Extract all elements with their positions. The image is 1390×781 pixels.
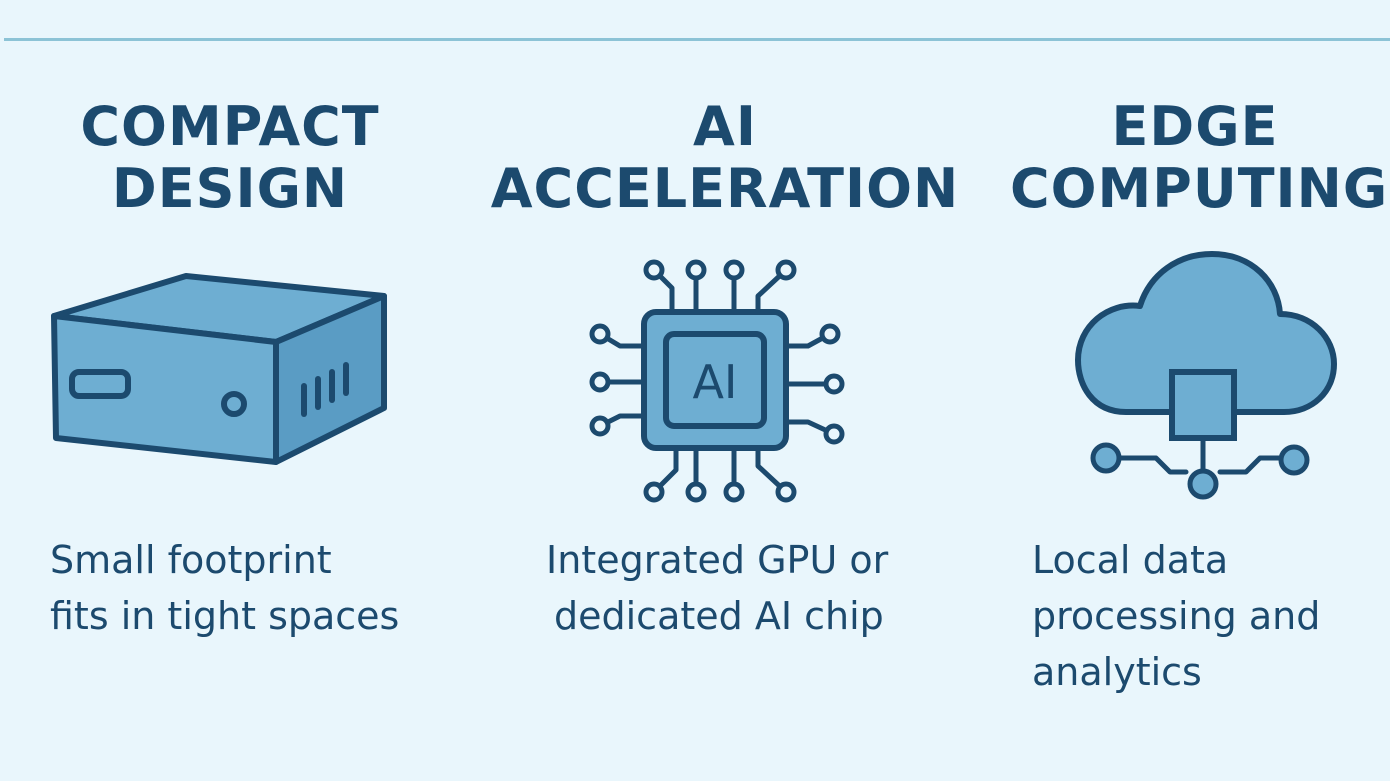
feature-title-line: COMPUTING (1010, 157, 1389, 220)
feature-desc-line: dedicated AI chip (554, 594, 884, 638)
feature-desc-line: Small footprint (50, 538, 332, 582)
feature-title-line: EDGE (1111, 95, 1279, 158)
chip-label: AI (692, 355, 737, 409)
feature-desc-line: processing and (1032, 594, 1321, 638)
feature-desc-line: fits in tight spaces (50, 594, 400, 638)
feature-description: Local data processing and analytics (1032, 532, 1320, 700)
feature-title: EDGE COMPUTING (1010, 95, 1389, 220)
feature-desc-line: Integrated GPU or (546, 538, 889, 582)
feature-title-line: ACCELERATION (490, 157, 960, 220)
feature-desc-line: Local data (1032, 538, 1229, 582)
feature-description: Small footprint fits in tight spaces (50, 532, 399, 644)
feature-title: AI ACCELERATION (490, 96, 960, 220)
mini-pc-icon (46, 268, 391, 468)
feature-compact-design: COMPACT DESIGN Small footprint fits in t… (0, 0, 460, 781)
top-divider (4, 38, 1390, 41)
feature-title: COMPACT DESIGN (0, 96, 460, 220)
feature-title-line: COMPACT (80, 95, 380, 158)
feature-ai-acceleration: AI ACCELERATION (490, 0, 960, 781)
feature-desc-line: analytics (1032, 650, 1202, 694)
feature-description: Integrated GPU or dedicated AI chip (546, 532, 888, 644)
cloud-network-icon (1072, 248, 1342, 503)
feature-title-line: DESIGN (111, 157, 349, 220)
feature-edge-computing: EDGE COMPUTING Local data processing and… (1010, 0, 1389, 781)
feature-title-line: AI (693, 95, 757, 158)
ai-chip-icon: AI (586, 256, 846, 506)
